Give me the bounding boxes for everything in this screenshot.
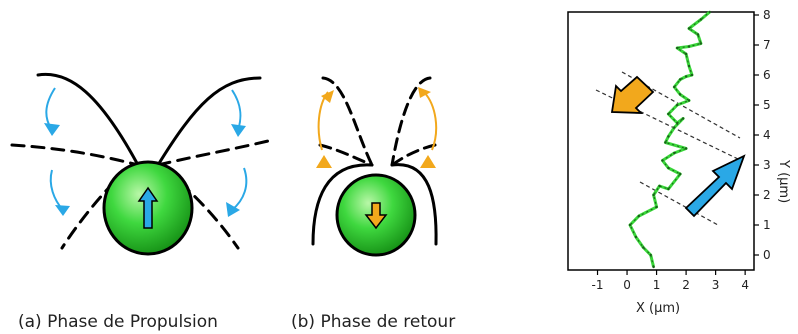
trajectory-point [673,126,676,129]
y-tick-label-0: 0 [763,248,771,262]
trajectory-point [687,27,691,30]
trajectory-point [678,78,682,81]
trajectory-point [684,75,688,78]
y-tick-label-4: 4 [763,128,771,142]
trajectory-point [690,73,694,77]
trajectory-point [684,147,688,150]
blue-arrow-upper-right [231,89,242,131]
blue-arrow-lower-right [231,167,248,211]
trajectory-point [667,135,670,138]
trajectory-point [642,246,645,249]
trajectory-point [676,46,679,50]
guide-line-lower [639,181,719,226]
propulsion-big-arrow [684,154,746,218]
trajectory-point [687,45,691,48]
trajectory-point [678,93,682,96]
trajectory-point [699,18,703,21]
panel-a-flagella-solid [36,72,262,167]
x-tick-label-5: 4 [741,278,749,292]
trajectory-point [673,151,676,155]
trajectory-point [664,141,667,144]
orange-arrow-upper-right [423,91,438,151]
y-tick-label-2: 2 [763,188,771,202]
trajectory-point [661,159,664,162]
y-tick-label-8: 8 [763,8,771,22]
panel-b-motion-arrows [316,87,438,168]
x-tick-label-1: 0 [623,278,631,292]
down-arrow-icon [364,202,388,230]
trajectory-point [678,172,682,176]
orange-arrow-upper-left [317,91,329,151]
trajectory-point [649,253,652,257]
y-tick-label-6: 6 [763,68,771,82]
x-axis-label: X (µm) [636,301,680,316]
trajectory-point [699,42,703,45]
y-tick-label-5: 5 [763,98,771,112]
x-tick-label-0: -1 [592,278,604,292]
trajectory-point [681,117,685,120]
up-arrow-icon [137,186,159,229]
trajectory-point [667,166,670,170]
trajectory-point [708,10,711,14]
x-axis: -1 0 1 2 3 4 [592,270,749,292]
orange-arrow-lower-right [420,155,436,168]
y-tick-label-1: 1 [763,218,771,232]
panel-b-diagram: (b) Phase de retour [291,76,455,332]
trajectory-point [652,193,655,197]
trajectory-point [676,103,679,107]
trajectory-point [658,184,661,188]
trajectory-point [676,121,679,125]
trajectory-point [684,52,688,56]
y-tick-label-7: 7 [763,38,771,52]
trajectory-point [687,99,691,102]
panel-b-caption: (b) Phase de retour [291,312,455,332]
y-axis-label: Y (µm) [776,159,791,203]
trajectory-chart: -1 0 1 2 3 4 0 1 2 3 4 5 6 7 8 X (µm) Y (µm) [567,8,791,316]
orange-arrow-lower-left [316,155,332,168]
guide-line-middle [595,89,741,161]
trajectory-series [628,10,711,269]
blue-arrow-lower-left [49,169,64,211]
panel-a-diagram: (a) Phase de Propulsion [10,72,274,332]
trajectory-point [637,214,641,218]
trajectory-point [628,223,632,227]
trajectory-point [687,64,691,68]
x-tick-label-2: 1 [653,278,661,292]
trajectory-point [655,205,658,209]
panel-a-caption: (a) Phase de Propulsion [18,312,218,332]
trajectory-point [673,85,676,89]
return-big-arrow [610,75,655,114]
x-tick-label-4: 3 [712,278,720,292]
panel-b-flagella-dashed [318,76,437,167]
plot-frame [567,11,755,271]
panel-a-motion-arrows [44,87,248,217]
trajectory-point [696,33,700,36]
y-tick-label-3: 3 [763,158,771,172]
panel-b-flagella-solid [311,163,438,246]
x-tick-label-3: 2 [682,278,690,292]
trajectory-point [652,265,655,269]
trajectory-point [667,112,670,116]
y-axis: 0 1 2 3 4 5 6 7 8 [754,8,771,262]
trajectory-point [634,235,638,239]
trajectory-point [667,187,670,191]
